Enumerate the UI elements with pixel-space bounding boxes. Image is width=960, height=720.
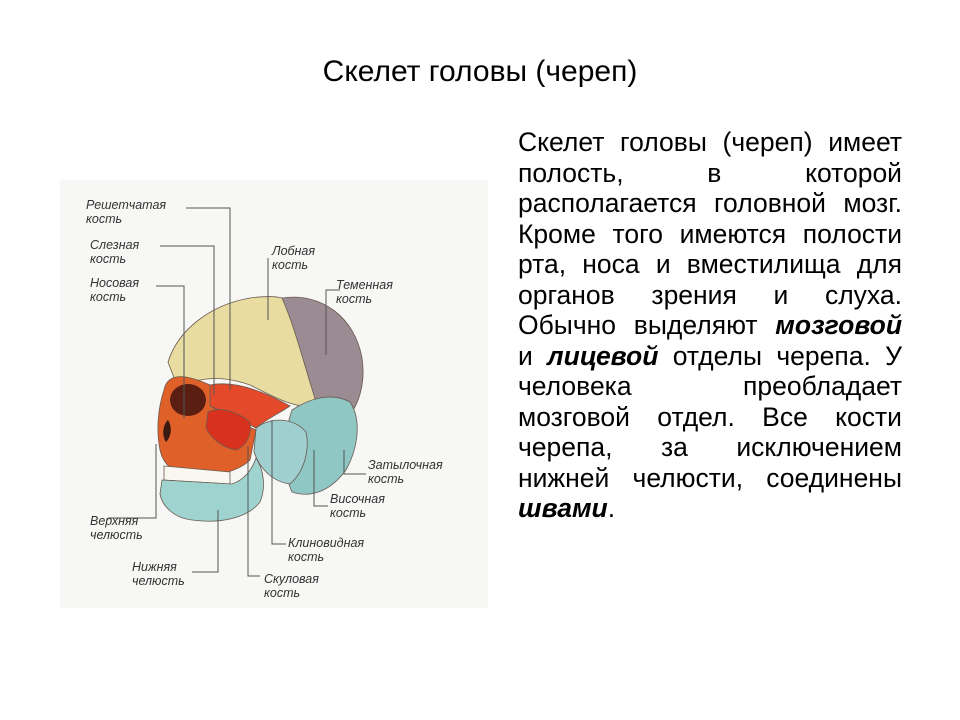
label-sphenoid: Клиновидная кость: [288, 536, 365, 564]
leader-temporal: [313, 450, 328, 507]
label-temporal: Височная кость: [330, 492, 385, 520]
body-text-3: отделы черепа. У человека преобладает мо…: [518, 340, 902, 493]
body-text-2: и: [518, 340, 548, 371]
leader-sphenoid: [271, 420, 286, 545]
leader-occipital: [343, 450, 366, 475]
label-mandible: Нижняя челюсть: [132, 560, 185, 588]
orbit: [170, 384, 206, 416]
term-sutures: швами: [518, 493, 608, 523]
temporal-bone: [253, 419, 308, 485]
term-facial: лицевой: [547, 340, 659, 371]
leader-mandible: [192, 510, 219, 573]
leader-maxilla: [108, 444, 157, 519]
leader-ethmoid: [186, 207, 231, 390]
slide-title: Скелет головы (череп): [322, 55, 638, 88]
label-zygomatic: Скуловая кость: [264, 572, 319, 600]
label-ethmoid: Решетчатая кость: [86, 198, 167, 226]
body-paragraph: Скелет головы (череп) имеет полость, в к…: [518, 127, 902, 524]
frontal-bone: [167, 296, 319, 409]
nasal-cavity: [163, 420, 171, 442]
label-parietal: Теменная кость: [336, 278, 393, 306]
leader-lacrimal: [160, 245, 215, 395]
label-lacrimal: Слезная кость: [90, 238, 140, 266]
leader-nasal: [156, 285, 185, 418]
skull-illustration: [108, 207, 366, 577]
mandible-bone: [159, 457, 264, 522]
label-maxilla: Верхняя челюсть: [90, 514, 143, 542]
label-occipital: Затылочная кость: [368, 458, 443, 486]
body-text-1: Скелет головы (череп) имеет полость, в к…: [518, 127, 902, 340]
body-text-4: .: [607, 493, 616, 523]
leader-lines: [108, 207, 366, 577]
skull-figure: Решетчатая кость Слезная кость Носовая к…: [60, 180, 488, 608]
zygomatic-bone: [205, 409, 251, 451]
label-frontal: Лобная кость: [272, 244, 316, 272]
label-nasal: Носовая кость: [90, 276, 140, 304]
leader-zygomatic: [247, 446, 260, 577]
term-cerebral: мозговой: [775, 310, 902, 340]
leader-parietal: [325, 289, 340, 355]
